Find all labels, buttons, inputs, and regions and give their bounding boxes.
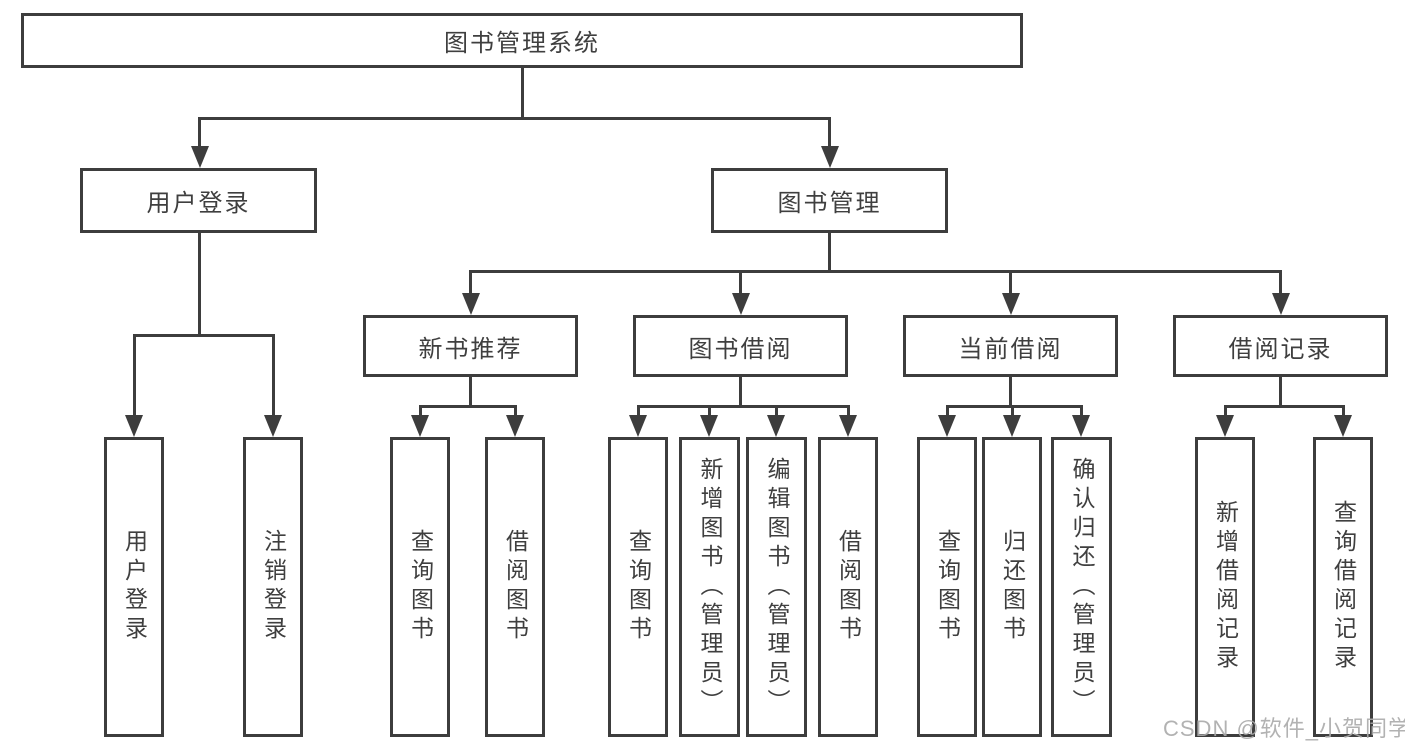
node-label: 确认归还（管理员） xyxy=(1069,456,1095,718)
connector-line xyxy=(1009,270,1012,294)
connector-line xyxy=(1079,405,1083,416)
connector-line xyxy=(707,405,711,416)
leaf-logout: 注销登录 xyxy=(243,437,303,737)
node-label: 查询图书 xyxy=(625,529,652,645)
leaf-add-book-admin: 新增图书（管理员） xyxy=(679,437,740,737)
connector-line xyxy=(1279,270,1282,294)
node-book-borrowing: 图书借阅 xyxy=(633,315,848,377)
connector-line xyxy=(739,270,742,294)
node-label: 新增借阅记录 xyxy=(1212,500,1239,674)
node-label: 借阅图书 xyxy=(835,529,862,645)
arrow-down-icon xyxy=(629,415,647,437)
node-label: 新书推荐 xyxy=(418,335,523,363)
arrow-down-icon xyxy=(1001,293,1020,315)
arrow-down-icon xyxy=(125,415,143,437)
node-book-management: 图书管理 xyxy=(711,168,948,233)
connector-line xyxy=(846,405,850,416)
arrow-down-icon xyxy=(1334,415,1352,437)
connector-line xyxy=(945,405,949,416)
node-current-borrowing: 当前借阅 xyxy=(903,315,1118,377)
arrow-down-icon xyxy=(938,415,956,437)
watermark: CSDN @软件_小贺同学 xyxy=(1163,716,1405,741)
node-label: 借阅记录 xyxy=(1228,335,1333,363)
node-label: 用户登录 xyxy=(121,529,148,645)
node-label: 图书借阅 xyxy=(688,335,793,363)
arrow-down-icon xyxy=(700,415,718,437)
node-label: 借阅图书 xyxy=(502,529,529,645)
node-new-book-recommend: 新书推荐 xyxy=(363,315,578,377)
node-label: 注销登录 xyxy=(260,529,287,645)
node-label: 用户登录 xyxy=(146,190,251,217)
leaf-user-login: 用户登录 xyxy=(104,437,164,737)
connector-line xyxy=(636,405,640,416)
connector-line xyxy=(198,117,831,120)
arrow-down-icon xyxy=(506,415,524,437)
connector-line xyxy=(774,405,778,416)
node-borrowing-records: 借阅记录 xyxy=(1173,315,1388,377)
connector-line xyxy=(636,405,850,408)
connector-line xyxy=(1223,405,1345,408)
connector-line xyxy=(513,405,517,416)
node-label: 编辑图书（管理员） xyxy=(764,456,790,718)
node-label: 图书管理 xyxy=(777,190,882,217)
node-label: 查询借阅记录 xyxy=(1330,500,1357,674)
leaf-edit-book-admin: 编辑图书（管理员） xyxy=(746,437,807,737)
arrow-down-icon xyxy=(1271,293,1290,315)
arrow-down-icon xyxy=(411,415,429,437)
connector-line xyxy=(739,377,742,406)
leaf-add-borrow-record: 新增借阅记录 xyxy=(1195,437,1255,737)
node-library-management-system: 图书管理系统 xyxy=(21,13,1023,68)
leaf-confirm-return-admin: 确认归还（管理员） xyxy=(1051,437,1112,737)
connector-line xyxy=(469,377,472,406)
node-label: 新增图书（管理员） xyxy=(697,456,723,718)
node-label: 图书管理系统 xyxy=(444,30,600,57)
arrow-down-icon xyxy=(839,415,857,437)
arrow-down-icon xyxy=(1003,415,1021,437)
connector-line xyxy=(828,117,831,147)
connector-line xyxy=(271,334,275,416)
node-label: 查询图书 xyxy=(407,529,434,645)
connector-line xyxy=(198,117,201,147)
leaf-borrow-books: 借阅图书 xyxy=(818,437,878,737)
leaf-borrow-books-recommend: 借阅图书 xyxy=(485,437,545,737)
leaf-query-books-borrow: 查询图书 xyxy=(608,437,668,737)
arrow-down-icon xyxy=(731,293,750,315)
node-label: 当前借阅 xyxy=(958,335,1063,363)
node-user-login: 用户登录 xyxy=(80,168,317,233)
connector-line xyxy=(945,405,1083,408)
arrow-down-icon xyxy=(820,146,839,168)
connector-line xyxy=(469,270,472,294)
arrow-down-icon xyxy=(264,415,282,437)
node-label: 归还图书 xyxy=(999,529,1026,645)
connector-line xyxy=(132,334,136,416)
connector-line xyxy=(132,334,275,337)
connector-line xyxy=(1279,377,1282,406)
connector-line xyxy=(418,405,422,416)
connector-line xyxy=(828,233,831,272)
leaf-query-borrow-record: 查询借阅记录 xyxy=(1313,437,1373,737)
leaf-query-books-current: 查询图书 xyxy=(917,437,977,737)
connector-line xyxy=(198,233,201,335)
connector-line xyxy=(469,270,1282,273)
connector-line xyxy=(1010,405,1014,416)
connector-line xyxy=(1341,405,1345,416)
arrow-down-icon xyxy=(1216,415,1234,437)
connector-line xyxy=(520,68,524,118)
arrow-down-icon xyxy=(1072,415,1090,437)
node-label: 查询图书 xyxy=(934,529,961,645)
leaf-return-books: 归还图书 xyxy=(982,437,1042,737)
connector-line xyxy=(1223,405,1227,416)
connector-line xyxy=(418,405,517,408)
arrow-down-icon xyxy=(190,146,209,168)
arrow-down-icon xyxy=(461,293,480,315)
connector-line xyxy=(1009,377,1012,406)
arrow-down-icon xyxy=(767,415,785,437)
leaf-query-books-recommend: 查询图书 xyxy=(390,437,450,737)
